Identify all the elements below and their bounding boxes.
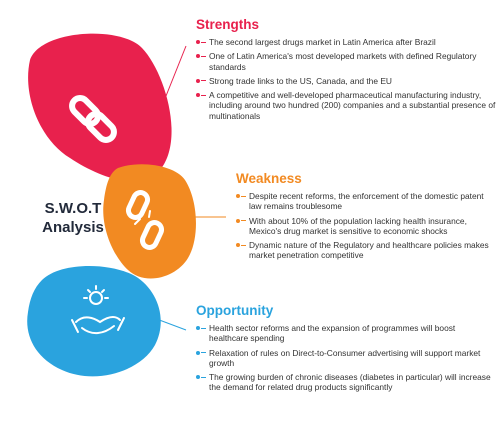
list-item: The growing burden of chronic diseases (… bbox=[196, 372, 496, 393]
chain-link-icon bbox=[69, 95, 117, 143]
opportunity-heading: Opportunity bbox=[196, 303, 274, 318]
strengths-section: Strengths The second largest drugs marke… bbox=[196, 17, 496, 125]
swot-title: S.W.O.T Analysis bbox=[18, 199, 128, 237]
opportunity-list: Health sector reforms and the expansion … bbox=[196, 323, 496, 393]
list-item: A competitive and well-developed pharmac… bbox=[196, 90, 496, 121]
opportunity-petal bbox=[27, 265, 161, 377]
list-item: Relaxation of rules on Direct-to-Consume… bbox=[196, 348, 496, 369]
list-item: Dynamic nature of the Regulatory and hea… bbox=[236, 240, 498, 261]
list-item: Health sector reforms and the expansion … bbox=[196, 323, 496, 344]
opportunity-section: Opportunity Health sector reforms and th… bbox=[196, 303, 496, 397]
list-item: The second largest drugs market in Latin… bbox=[196, 37, 496, 47]
weakness-petal bbox=[103, 164, 196, 279]
handshake-sun-icon bbox=[71, 285, 125, 334]
strengths-heading: Strengths bbox=[196, 17, 260, 32]
strengths-list: The second largest drugs market in Latin… bbox=[196, 37, 496, 121]
weakness-list: Despite recent reforms, the enforcement … bbox=[236, 191, 498, 261]
list-item: Despite recent reforms, the enforcement … bbox=[236, 191, 498, 212]
swot-title-line2: Analysis bbox=[42, 219, 104, 236]
weakness-section: Weakness Despite recent reforms, the enf… bbox=[236, 171, 498, 265]
weakness-heading: Weakness bbox=[236, 171, 302, 186]
strengths-petal bbox=[28, 33, 172, 182]
list-item: One of Latin America's most developed ma… bbox=[196, 51, 496, 72]
list-item: With about 10% of the population lacking… bbox=[236, 216, 498, 237]
list-item: Strong trade links to the US, Canada, an… bbox=[196, 76, 496, 86]
broken-chain-icon bbox=[125, 190, 165, 250]
swot-title-line1: S.W.O.T bbox=[44, 200, 102, 217]
